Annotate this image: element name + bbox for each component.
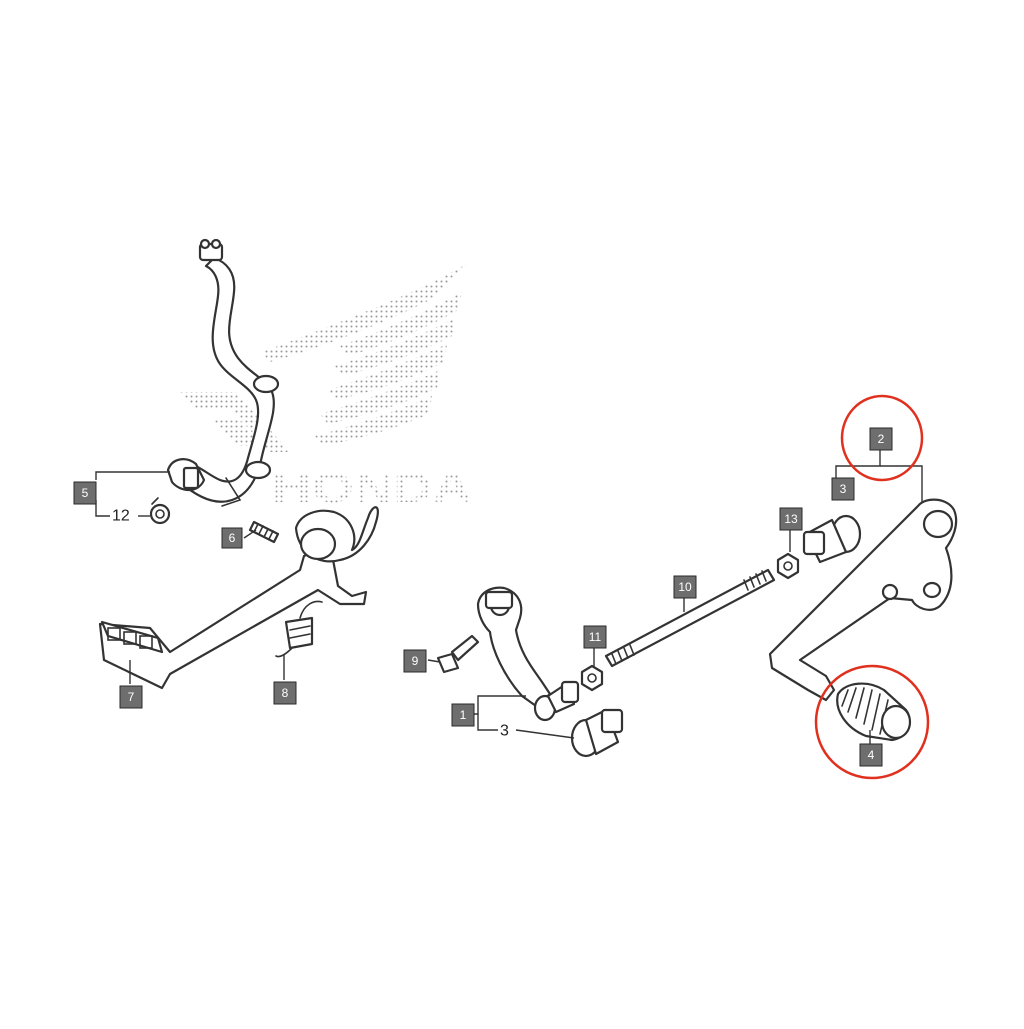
callout-11: 11 [583, 625, 607, 649]
svg-text:10: 10 [678, 580, 692, 594]
svg-text:9: 9 [412, 654, 419, 668]
svg-text:6: 6 [229, 531, 236, 545]
callout-3-upper: 3 [831, 477, 855, 501]
part-shift-rod [604, 568, 776, 668]
part-rod-end-arm [546, 680, 580, 714]
highlight-circle-part-4 [814, 664, 930, 780]
part-return-spring [275, 600, 323, 658]
callout-5: 5 [73, 481, 97, 505]
callout-7: 7 [119, 685, 143, 709]
callout-8: 8 [273, 681, 297, 705]
callout-9: 9 [403, 649, 427, 673]
callout-1: 1 [451, 703, 475, 727]
part-rod-end-lower [570, 708, 624, 758]
honda-logo-text: HONDA [272, 464, 472, 511]
part-rod-end-upper [802, 514, 862, 564]
svg-text:5: 5 [82, 486, 89, 500]
part-shift-pedal [768, 498, 958, 702]
part-shift-rubber [836, 682, 912, 742]
callout-13: 13 [779, 507, 803, 531]
svg-text:4: 4 [868, 748, 875, 762]
part-bolt [436, 634, 480, 674]
part-shift-arm [476, 586, 557, 722]
part-hose-clip [149, 497, 171, 525]
svg-text:11: 11 [589, 630, 602, 644]
leader-lines [95, 450, 923, 744]
callout-3-lower: 3 [500, 723, 509, 740]
highlight-circle-part-2 [840, 394, 924, 482]
callout-2: 2 [869, 427, 893, 451]
part-pin [248, 520, 280, 544]
part-nut-13 [776, 552, 800, 580]
part-brake-hose [166, 238, 280, 507]
svg-text:13: 13 [784, 512, 798, 526]
svg-text:7: 7 [128, 690, 135, 704]
callout-4: 4 [859, 743, 883, 767]
svg-text:1: 1 [460, 708, 467, 722]
part-brake-pedal [98, 506, 379, 690]
callout-6: 6 [221, 527, 243, 549]
svg-text:2: 2 [878, 432, 885, 446]
svg-text:3: 3 [840, 482, 847, 496]
part-nut-11 [580, 664, 604, 692]
svg-text:8: 8 [282, 686, 289, 700]
callout-10: 10 [673, 575, 697, 599]
callout-12: 12 [112, 508, 130, 525]
